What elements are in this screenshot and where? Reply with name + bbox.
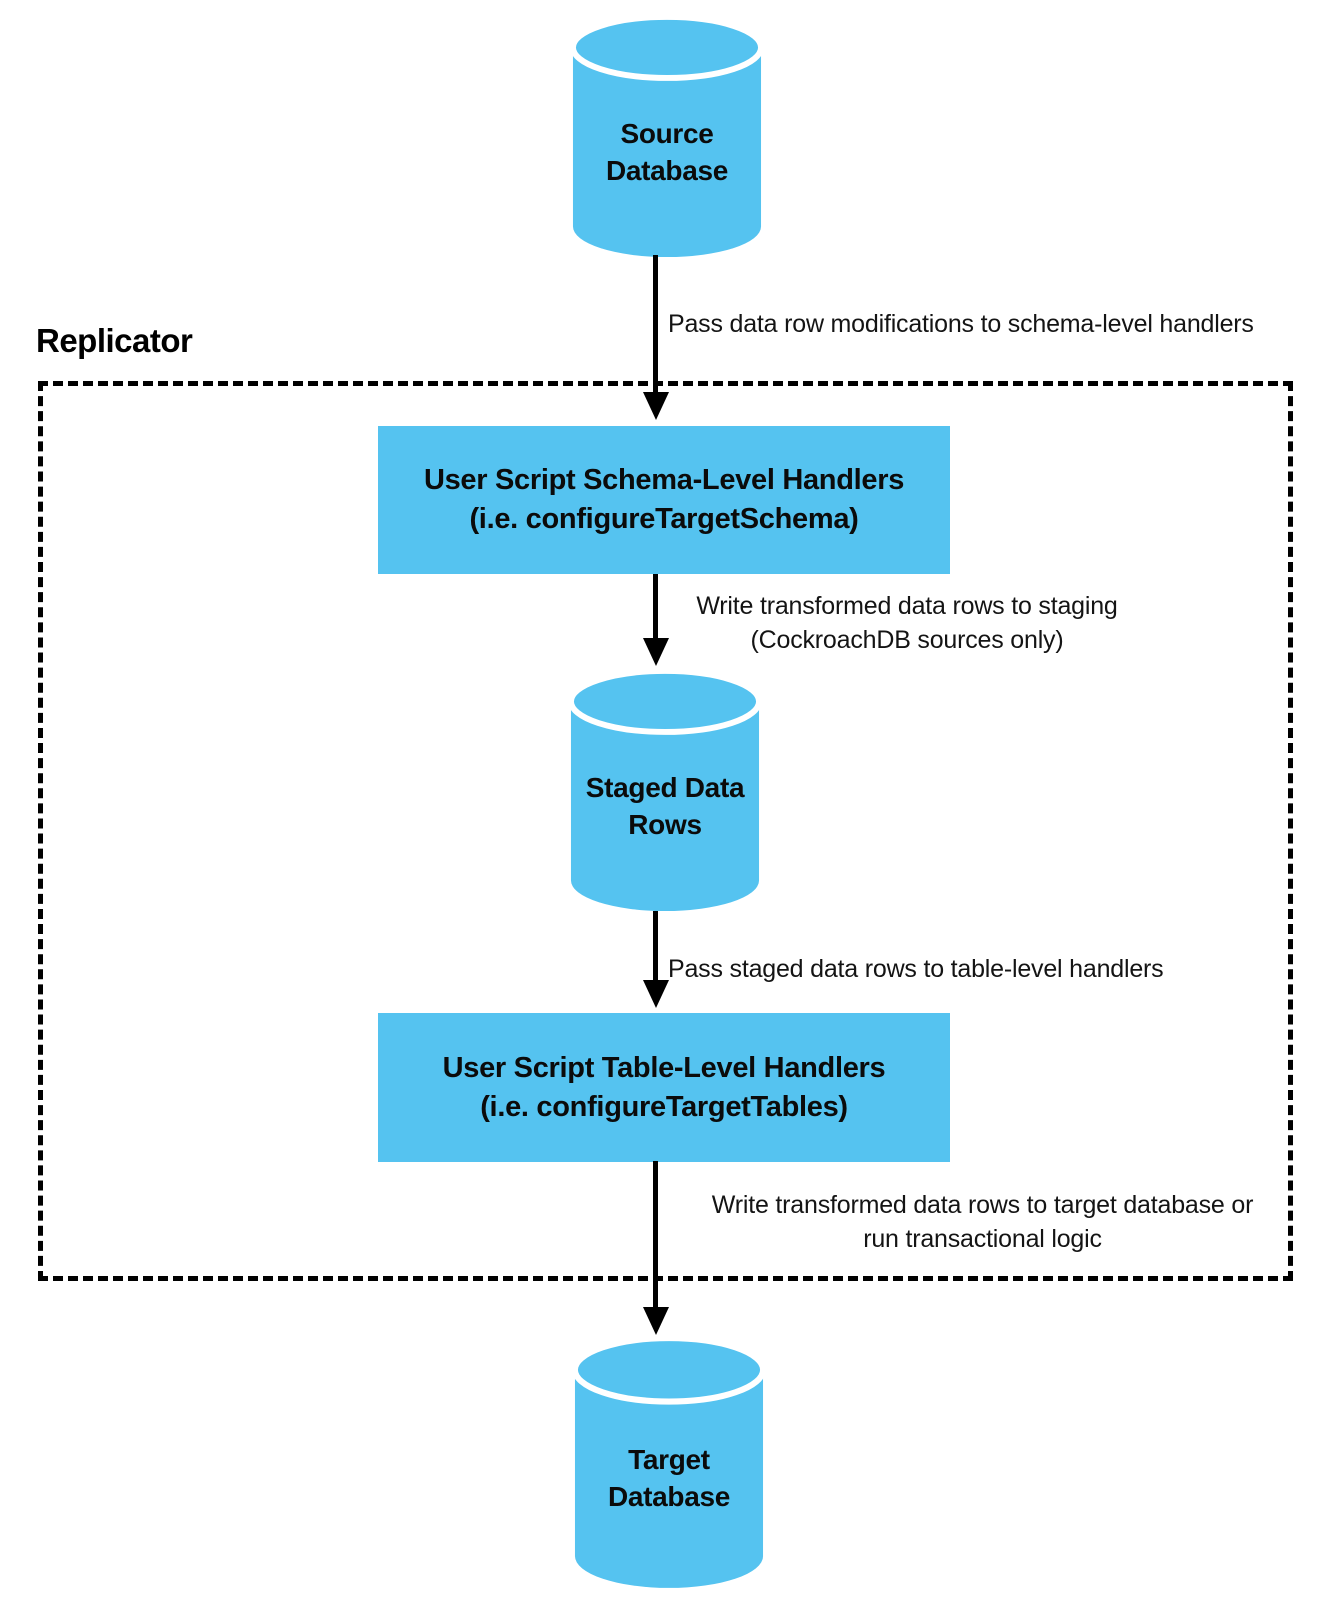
staged-data-rows-node: Staged Data Rows — [568, 668, 762, 914]
table-level-handlers-node: User Script Table-Level Handlers (i.e. c… — [378, 1013, 950, 1162]
database-cylinder-icon — [568, 668, 762, 912]
arrow-source-to-schema-handlers — [653, 255, 658, 392]
target-database-node: Target Database — [572, 1335, 766, 1591]
source-database-label: Source Database — [605, 118, 729, 186]
source-database-node: Source Database — [570, 14, 764, 260]
arrow-schema-handlers-to-staged-rows — [653, 574, 658, 638]
database-cylinder-icon — [572, 1335, 766, 1588]
staged-data-rows-label: Staged Data Rows — [585, 772, 745, 840]
database-cylinder-icon — [570, 14, 764, 258]
replicator-group-title: Replicator — [36, 322, 193, 359]
schema-level-handlers-node: User Script Schema-Level Handlers (i.e. … — [378, 426, 950, 574]
arrow-table-handlers-to-target-database — [653, 1161, 658, 1307]
replicator-group-boundary — [38, 381, 1293, 1281]
target-database-label: Target Database — [607, 1444, 731, 1512]
edge-label-staged-rows-to-table-handlers: Pass staged data rows to table-level han… — [668, 955, 1164, 983]
edge-label-source-to-schema-handlers: Pass data row modifications to schema-le… — [668, 310, 1254, 338]
edge-label-table-handlers-to-target-database: Write transformed data rows to target da… — [711, 1191, 1254, 1253]
arrow-staged-rows-to-table-handlers — [653, 911, 658, 980]
edge-label-schema-handlers-to-staged-rows: Write transformed data rows to staging (… — [696, 592, 1118, 654]
